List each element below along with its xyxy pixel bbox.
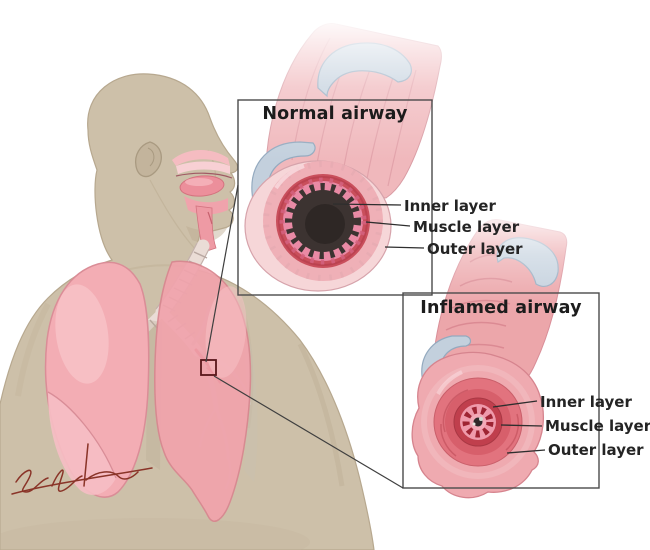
leader-inflamed-inner	[492, 400, 538, 408]
left-lung-fissure	[47, 391, 117, 479]
leader-normal-outer	[384, 246, 425, 249]
artist-signature	[11, 443, 153, 495]
inflamed-muscle-layer-label: Muscle layer	[545, 417, 650, 435]
tongue-highlight	[185, 178, 213, 186]
wall-swirls	[440, 389, 520, 457]
mucosa-fold-nubs	[279, 177, 367, 265]
epiglottis-line	[207, 211, 213, 225]
normal-tube-fade	[248, 0, 453, 160]
inflamed-highlight	[436, 370, 463, 396]
connector-to-normal-box	[205, 184, 239, 363]
nasal-cavity	[172, 149, 230, 166]
left-lung-lower-lobe	[48, 392, 116, 495]
normal-airway-illustration	[244, 0, 453, 292]
annotation-lines	[200, 99, 600, 489]
lung-zoom-square	[200, 359, 217, 376]
leader-normal-muscle	[365, 221, 411, 227]
normal-airway-box	[237, 99, 433, 296]
ear-inner-line	[147, 147, 155, 167]
side-shadow	[15, 302, 51, 397]
inflamed-airway-box	[402, 292, 600, 489]
inflamed-tube-fade	[420, 195, 580, 307]
oral-line	[175, 172, 233, 179]
leader-inflamed-muscle	[500, 424, 543, 427]
normal-inner-layer-label: Inner layer	[404, 197, 496, 215]
lungs	[44, 260, 258, 522]
inflamed-inner-layer-label: Inner layer	[540, 393, 632, 411]
normal-outer-layer-label: Outer layer	[427, 240, 523, 258]
lumen-spikes	[285, 183, 361, 259]
inflamed-cross-section	[411, 351, 545, 499]
leader-inflamed-outer	[506, 449, 546, 454]
section-highlight	[274, 164, 305, 190]
lower-torso-shading	[0, 518, 310, 550]
normal-cross-section	[244, 160, 392, 292]
arm-crease	[297, 342, 345, 487]
leader-normal-inner	[332, 203, 402, 206]
muscle-inner-shade	[278, 176, 368, 266]
connector-to-inflamed-box	[213, 375, 404, 489]
inflamed-outer-layer-label: Outer layer	[548, 441, 644, 459]
ear	[134, 141, 162, 178]
normal-airway-title: Normal airway	[262, 104, 408, 124]
inflamed-airway-illustration	[411, 195, 580, 499]
outer-wrinkles	[263, 161, 383, 281]
normal-muscle-layer-label: Muscle layer	[413, 218, 520, 236]
mouth-throat-anatomy	[172, 149, 233, 253]
mucus-dot-1	[479, 417, 483, 421]
palate	[176, 161, 230, 174]
inflamed-airway-title: Inflamed airway	[420, 298, 582, 318]
mouth-floor	[184, 196, 228, 215]
lumen-depth	[305, 204, 345, 244]
left-lung-highlight	[55, 284, 109, 384]
outer-fringe-ring	[421, 365, 535, 479]
mucosa-fold-petals	[462, 406, 494, 438]
neck-line-1	[149, 179, 197, 251]
mucus-dot-2	[472, 422, 476, 426]
